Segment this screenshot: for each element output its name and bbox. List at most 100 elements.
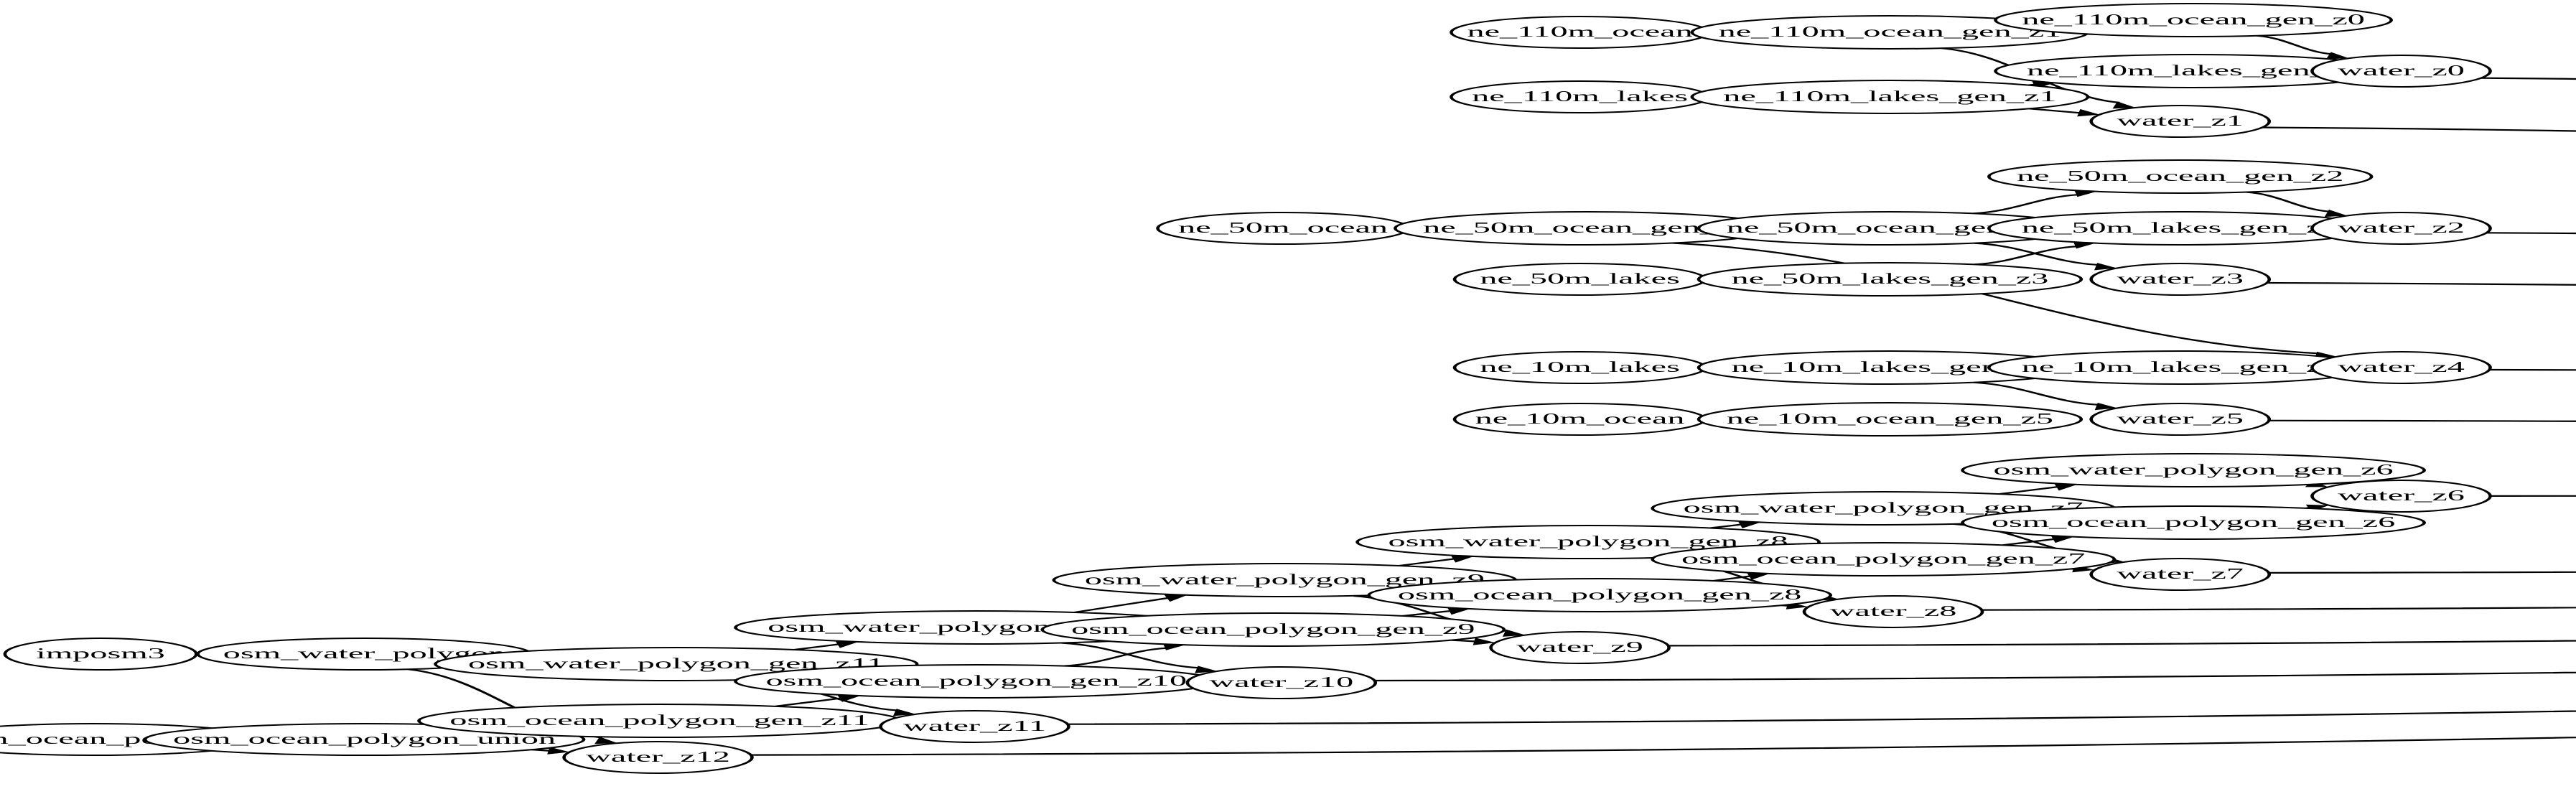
edge-arrowhead [1747,572,1770,580]
node-label: osm_water_polygon_gen_z9 [1085,571,1485,588]
graph-node-water_z1[interactable]: water_z1 [2089,105,2272,138]
graph-edge-osm_ocean_polygon_gen_z7-to-osm_ocean_polygon_gen_z6 [2002,538,2055,546]
graph-edge-water_z12-to-layer_water-z12+ [750,737,2576,756]
graph-node-water_z7[interactable]: water_z7 [2089,558,2272,591]
graph-edge-water_z8-to-layer_water-z8 [1982,607,2576,611]
graph-node-ne_50m_ocean_gen_z4[interactable]: ne_50m_ocean_gen_z4 [1394,211,1780,246]
node-shape [1961,453,2426,487]
node-label: water_z8 [1830,603,1957,620]
graph-node-ne_110m_ocean_gen_z1[interactable]: ne_110m_ocean_gen_z1 [1690,15,2090,50]
node-label: ne_50m_lakes [1480,271,1680,287]
graph-edge-ne_50m_ocean_gen_z2-to-water_z2 [2246,191,2330,213]
graph-edge-osm_water_polygon_gen_z11-to-osm_water_polygon_gen_z10 [793,643,840,651]
edge-arrowhead [2050,536,2074,543]
graph-node-water_z0[interactable]: water_z0 [2310,55,2492,88]
graph-edge-osm_ocean_polygon_gen_z11-to-osm_ocean_polygon_gen_z10 [775,697,842,707]
graph-node-osm_water_polygon_gen_z6[interactable]: osm_water_polygon_gen_z6 [1961,453,2426,487]
graph-node-water_z12[interactable]: water_z12 [562,741,754,774]
graph-node-water_z9[interactable]: water_z9 [1489,631,1671,664]
graph-node-water_z11[interactable]: water_z11 [879,710,1070,743]
edge-arrowhead [1502,629,1526,637]
graph-node-imposm3[interactable]: imposm3 [3,638,198,671]
graph-edge-osm_water_polygon_gen_z8-to-osm_water_polygon_gen_z7 [1710,523,1742,529]
node-label: ne_110m_lakes [1472,88,1688,105]
node-shape [1040,612,1506,647]
node-shape [1489,631,1671,664]
graph-node-osm_ocean_polygon_gen_z6[interactable]: osm_ocean_polygon_gen_z6 [1961,505,2426,540]
graph-node-ne_50m_ocean_gen_z3[interactable]: ne_50m_ocean_gen_z3 [1697,211,2083,246]
graph-node-ne_110m_lakes_gen_z1[interactable]: ne_110m_lakes_gen_z1 [1690,80,2090,114]
node-shape [562,741,754,774]
graph-node-water_z10[interactable]: water_z10 [1185,666,1378,699]
edge-arrowhead [2324,210,2348,218]
graph-edge-water_z10-to-layer_water-z10 [1374,671,2576,682]
graph-node-osm_ocean_polygon_gen_z11[interactable]: osm_ocean_polygon_gen_z11 [417,704,902,738]
edge-arrowhead [1164,594,1187,602]
node-label: ne_50m_ocean_gen_z2 [2017,168,2343,185]
graph-node-ne_10m_ocean_gen_z5[interactable]: ne_10m_ocean_gen_z5 [1697,402,2083,436]
node-label: osm_ocean_polygon_gen_z6 [1992,514,2395,531]
graph-node-ne_10m_lakes_gen_z4[interactable]: ne_10m_lakes_gen_z4 [1987,350,2374,385]
graph-node-water_z3[interactable]: water_z3 [2089,263,2272,296]
graph-node-ne_50m_lakes_gen_z3[interactable]: ne_50m_lakes_gen_z3 [1697,262,2083,297]
edge-arrowhead [835,640,859,648]
graph-node-water_z8[interactable]: water_z8 [1802,595,1984,628]
graph-node-ne_110m_lakes[interactable]: ne_110m_lakes [1450,80,1711,113]
edge-arrowhead [2094,263,2117,271]
node-shape [1987,159,2374,194]
graph-node-water_z6[interactable]: water_z6 [2310,480,2492,513]
node-shape [1651,542,2117,576]
node-label: ne_10m_ocean [1475,411,1685,427]
node-label: osm_ocean_polygon_gen_z9 [1071,621,1475,638]
graph-node-ne_50m_ocean[interactable]: ne_50m_ocean [1156,212,1410,245]
node-label: ne_50m_ocean [1178,220,1388,236]
graph-edge-osm_ocean_polygon_gen_z8-to-osm_ocean_polygon_gen_z7 [1712,575,1752,582]
edge-arrowhead [547,747,570,755]
node-label: water_z1 [2117,113,2244,129]
graph-node-osm_ocean_polygon_gen_z10[interactable]: osm_ocean_polygon_gen_z10 [734,664,1219,699]
graph-edge-osm_water_polygon_gen_z9-to-osm_water_polygon_gen_z8 [1399,558,1455,567]
graph-edge-osm_water_polygon_gen_z10-to-osm_water_polygon_gen_z9 [1073,597,1170,614]
node-label: ne_10m_lakes_gen_z5 [1731,359,2048,375]
graph-node-ne_50m_lakes[interactable]: ne_50m_lakes [1452,263,1707,296]
node-shape [2310,212,2492,245]
graph-node-water_z2[interactable]: water_z2 [2310,212,2492,245]
node-label: ne_110m_lakes_gen_z1 [1723,88,2056,105]
graph-node-water_z5[interactable]: water_z5 [2089,403,2272,436]
graph-node-osm_ocean_polygon_gen_z9[interactable]: osm_ocean_polygon_gen_z9 [1040,612,1506,647]
graph-edge-osm_ocean_polygon_gen_z9-to-osm_ocean_polygon_gen_z8 [1402,610,1452,617]
node-label: ne_50m_ocean_gen_z4 [1423,220,1750,236]
graph-node-ne_110m_ocean_gen_z0[interactable]: ne_110m_ocean_gen_z0 [1994,3,2394,37]
graph-node-osm_ocean_polygon_gen_z8[interactable]: osm_ocean_polygon_gen_z8 [1367,578,1833,612]
node-shape [1690,80,2090,114]
node-label: water_z9 [1516,639,1643,655]
node-label: osm_water_polygon_gen_z6 [1994,462,2394,478]
graph-node-osm_ocean_polygon_gen_z7[interactable]: osm_ocean_polygon_gen_z7 [1651,542,2117,576]
graph-edge-ne_50m_ocean_gen_z3-to-water_z3 [1974,242,2099,266]
node-label: osm_ocean_polygon_union [173,731,556,747]
node-label: ne_10m_ocean_gen_z5 [1727,411,2053,427]
node-label: ne_110m_ocean [1467,24,1693,40]
node-shape [1994,3,2394,37]
graph-node-ne_50m_lakes_gen_z2[interactable]: ne_50m_lakes_gen_z2 [1987,211,2374,246]
node-label: ne_110m_ocean_gen_z1 [1719,24,2062,40]
node-shape [2310,480,2492,513]
graph-node-ne_10m_ocean[interactable]: ne_10m_ocean [1452,403,1707,436]
graph-node-ne_110m_ocean[interactable]: ne_110m_ocean [1450,16,1711,49]
graph-edge-water_z2-to-layer_water-z2 [2486,232,2576,235]
node-label: water_z0 [2338,62,2465,79]
graph-edge-water_z11-to-layer_water-z11 [1067,710,2576,725]
graph-node-ne_10m_lakes_gen_z5[interactable]: ne_10m_lakes_gen_z5 [1697,350,2083,385]
node-shape [1367,578,1833,612]
edge-arrowhead [2112,101,2136,109]
node-label: ne_50m_ocean_gen_z3 [1727,220,2053,236]
graph-node-water_z4[interactable]: water_z4 [2310,351,2492,384]
edge-arrowhead [2054,483,2078,491]
graph-node-ne_50m_ocean_gen_z2[interactable]: ne_50m_ocean_gen_z2 [1987,159,2374,194]
edge-arrowhead [2325,52,2349,60]
node-label: ne_10m_lakes [1480,359,1680,375]
graph-node-ne_10m_lakes[interactable]: ne_10m_lakes [1452,351,1707,384]
graph-edge-ne_110m_ocean_gen_z0-to-water_z0 [2257,34,2333,55]
node-shape [2089,403,2272,436]
